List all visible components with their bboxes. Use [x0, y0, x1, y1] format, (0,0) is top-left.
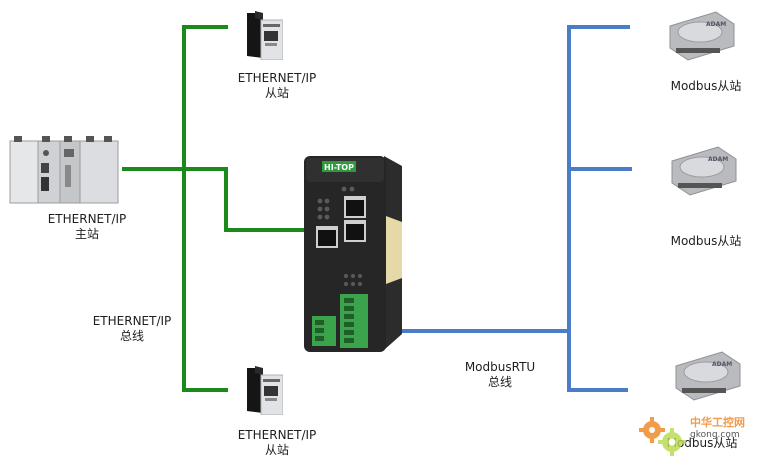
- modbus-slave-label-2: Modbus从站: [670, 234, 742, 248]
- modbus-bus-label-line1: ModbusRTU: [464, 360, 536, 374]
- modbus-slave-label-1: Modbus从站: [670, 79, 742, 93]
- master-label: ETHERNET/IP 主站: [42, 212, 132, 242]
- ethernet-bus-label: ETHERNET/IP 总线: [84, 314, 180, 344]
- modbus-bus-lines: [402, 25, 632, 392]
- ethernet-slave-top-line2: 从站: [264, 86, 289, 100]
- gateway-brand: HI-TOP: [324, 163, 354, 172]
- modbus-bus-label-line2: 总线: [487, 375, 512, 389]
- io-module-brand: ADAM: [712, 361, 732, 368]
- io-module-icon: ADAM: [671, 146, 737, 196]
- ethernet-slave-top-label: ETHERNET/IP 从站: [229, 71, 325, 101]
- master-label-line2: 主站: [74, 227, 99, 241]
- drive-icon: [247, 11, 283, 60]
- gear-icon: [639, 417, 686, 456]
- io-module-icon: ADAM: [675, 351, 741, 401]
- gateway-device-icon: HI-TOP: [304, 156, 402, 352]
- watermark-en: gkong.com: [690, 430, 740, 440]
- ethernet-slave-bottom-line2: 从站: [264, 443, 289, 457]
- io-module-icon: ADAM: [669, 11, 735, 61]
- plc-rack-icon: [9, 136, 119, 204]
- ethernet-slave-bottom-label: ETHERNET/IP 从站: [229, 428, 325, 458]
- io-module-brand: ADAM: [706, 21, 726, 28]
- ethernet-bus-lines: [122, 25, 314, 392]
- modbus-bus-label: ModbusRTU 总线: [452, 360, 548, 390]
- ethernet-bus-label-line1: ETHERNET/IP: [92, 314, 172, 328]
- ethernet-bus-label-line2: 总线: [119, 329, 144, 343]
- drive-icon: [247, 366, 283, 415]
- watermark: 中华工控网 gkong.com: [638, 414, 758, 460]
- modbus-slave-label-3: Modbus从站: [666, 436, 738, 450]
- ethernet-slave-bottom-line1: ETHERNET/IP: [237, 428, 317, 442]
- watermark-cn: 中华工控网: [690, 416, 745, 429]
- ethernet-slave-top-line1: ETHERNET/IP: [237, 71, 317, 85]
- master-label-line1: ETHERNET/IP: [47, 212, 127, 226]
- io-module-brand: ADAM: [708, 156, 728, 163]
